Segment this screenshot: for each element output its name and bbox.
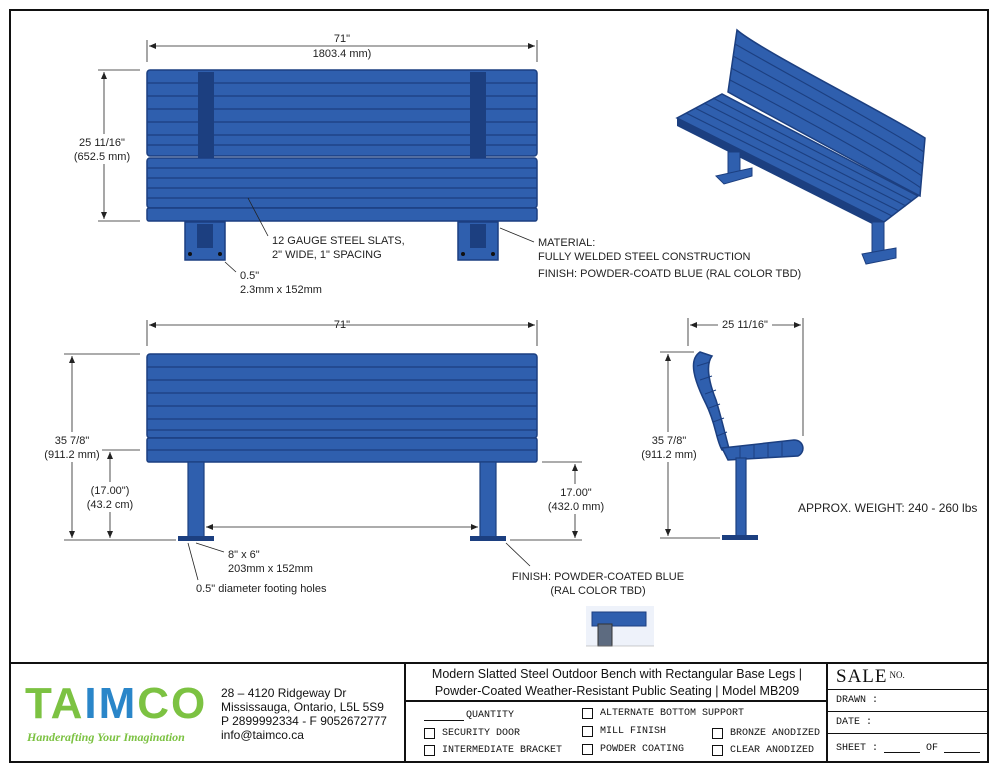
elevation-view: 71" 35 7/8" (911.2 mm) (17.00") (43.2 cm… [40,319,684,647]
detail-crop [586,606,654,647]
checkbox-icon [712,745,723,756]
elev-left-footplate [178,536,214,541]
elev-finish-note-1: FINISH: POWDER-COATED BLUE [512,571,684,583]
checkbox-icon [424,745,435,756]
elev-height-metric: (911.2 mm) [44,449,99,461]
front-seat-rail [146,207,538,222]
side-height-label: 35 7/8" [652,435,687,447]
option-intermediate-bracket[interactable]: INTERMEDIATE BRACKET [424,745,562,756]
quantity-field[interactable]: QUANTITY [424,710,514,721]
checkbox-icon [712,728,723,739]
elev-left-leg [187,461,205,539]
address-line: 28 – 4120 Ridgeway Dr [221,686,347,700]
material-note-2: FULLY WELDED STEEL CONSTRUCTION [538,251,751,263]
plate-note-2: 2.3mm x 152mm [240,284,322,296]
option-alternate-bottom-support[interactable]: ALTERNATE BOTTOM SUPPORT [582,708,744,719]
front-width-metric: 1803.4 mm) [313,48,372,60]
drawing-frame [9,9,989,763]
address-line: Mississauga, Ontario, L5L 5S9 [221,700,384,714]
front-view: 71" 1803.4 mm) 25 11/16" (652.5 mm) 12 G… [60,33,801,296]
option-security-door[interactable]: SECURITY DOOR [424,728,520,739]
sheet-field[interactable]: SHEET :OF [828,734,987,762]
company-address: 28 – 4120 Ridgeway Dr Mississauga, Ontar… [221,686,387,742]
option-mill-finish[interactable]: MILL FINISH [582,726,666,737]
product-title: Modern Slatted Steel Outdoor Bench with … [406,664,828,702]
checkbox-icon [582,744,593,755]
technical-drawing: 71" 1803.4 mm) 25 11/16" (652.5 mm) 12 G… [40,28,978,647]
seat-height-left: (17.00") [91,485,130,497]
phone-line: P 2899992334 - F 9052672777 [221,714,387,728]
slat-note-2: 2" WIDE, 1" SPACING [272,249,382,261]
option-bronze-anodized[interactable]: BRONZE ANODIZED [712,728,820,739]
elev-right-footplate [470,536,506,541]
elev-plate-note-2: 203mm x 152mm [228,563,313,575]
weight-note: APPROX. WEIGHT: 240 - 260 lbs [798,501,977,515]
front-height-label: 25 11/16" [79,137,125,149]
slat-note-1: 12 GAUGE STEEL SLATS, [272,235,405,247]
front-height-metric: (652.5 mm) [74,151,130,163]
seat-height-right: 17.00" [560,487,592,499]
company-cell: TAIMCO Handerafting Your Imagination 28 … [11,664,406,762]
front-seat-panel [146,157,538,209]
title-block: TAIMCO Handerafting Your Imagination 28 … [11,662,987,762]
email-line[interactable]: info@taimco.ca [221,728,304,742]
product-cell: Modern Slatted Steel Outdoor Bench with … [406,664,828,762]
elev-width-label: 71" [334,319,350,331]
option-clear-anodized[interactable]: CLEAR ANODIZED [712,745,814,756]
company-tagline: Handerafting Your Imagination [27,730,185,744]
option-powder-coating[interactable]: POWDER COATING [582,744,684,755]
elev-right-leg [479,461,497,539]
side-height-metric: (911.2 mm) [641,449,696,461]
front-width-label: 71" [334,33,350,45]
elev-plate-note-1: 8" x 6" [228,549,260,561]
seat-height-right-metric: (432.0 mm) [548,501,604,513]
company-logo: TAIMCO [25,679,208,728]
checkbox-icon [424,728,435,739]
plate-note-1: 0.5" [240,270,259,282]
checkbox-icon [582,726,593,737]
date-field[interactable]: DATE : [828,712,987,734]
front-finish-note: FINISH: POWDER-COATD BLUE (RAL COLOR TBD… [538,268,801,280]
holes-note: 0.5" diameter footing holes [196,583,327,595]
drawn-field[interactable]: DRAWN : [828,690,987,712]
side-view: 25 11/16" 35 7/8" (911.2 mm) APPROX. WEI… [638,317,977,540]
seat-height-left-metric: (43.2 cm) [87,499,133,511]
material-note-1: MATERIAL: [538,237,595,249]
elev-finish-note-2: (RAL COLOR TBD) [550,585,645,597]
isometric-view [675,28,926,265]
options-checklist: QUANTITY ALTERNATE BOTTOM SUPPORT SECURI… [406,702,828,764]
elev-height-label: 35 7/8" [55,435,90,447]
side-depth-label: 25 11/16" [722,319,768,331]
checkbox-icon [582,708,593,719]
